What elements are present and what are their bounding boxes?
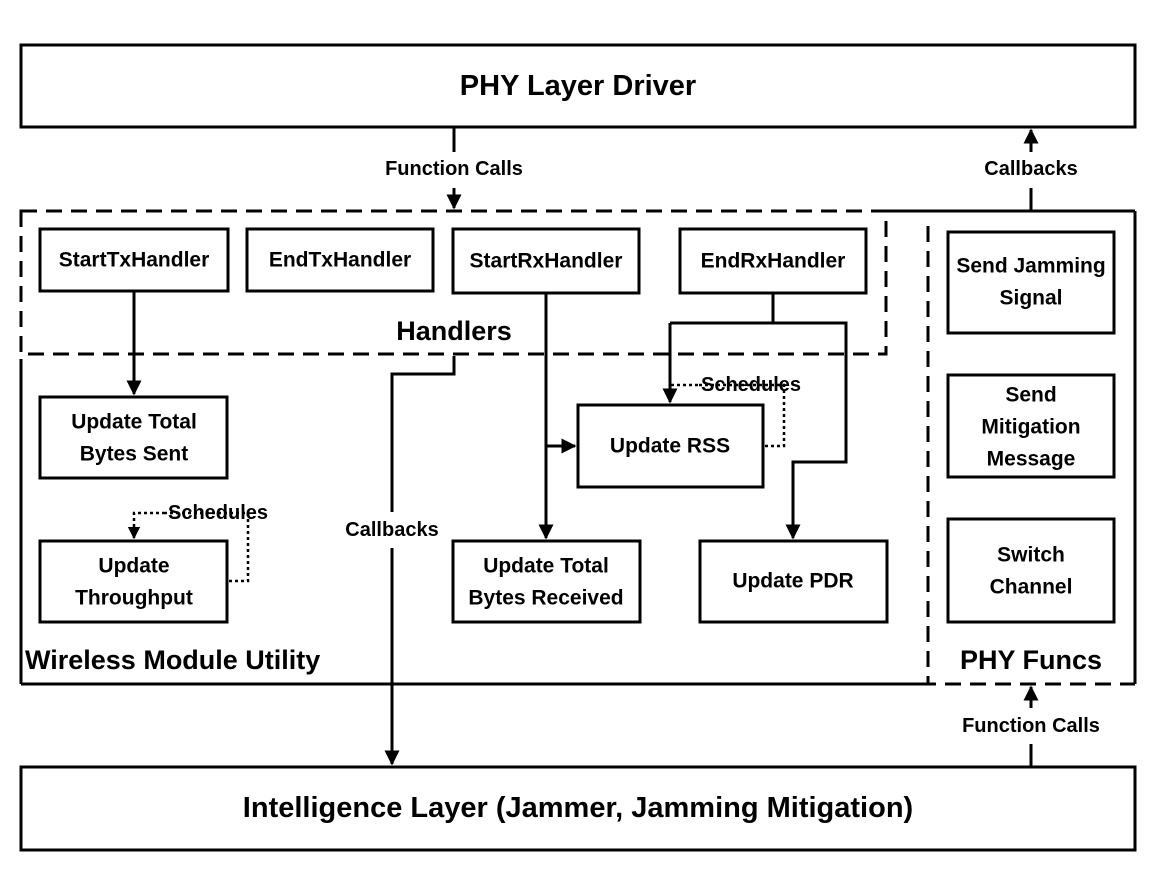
switch-channel-box: Switch Channel bbox=[946, 517, 1116, 624]
function-calls-top-edge: Function Calls bbox=[385, 127, 523, 210]
start-tx-handler-box: StartTxHandler bbox=[38, 227, 230, 293]
send-mitigation-message-line-3: Message bbox=[987, 448, 1076, 471]
update-pdr-label: Update PDR bbox=[732, 570, 853, 593]
callbacks-top-label: Callbacks bbox=[984, 158, 1077, 180]
callbacks-mid-label: Callbacks bbox=[345, 519, 438, 541]
update-total-bytes-received-line-2: Bytes Received bbox=[468, 587, 623, 610]
schedules-rss-label: Schedules bbox=[701, 374, 801, 396]
send-mitigation-message-box: Send Mitigation Message bbox=[946, 373, 1116, 479]
schedules-throughput-edge: Schedules bbox=[127, 502, 268, 583]
function-calls-bottom-edge: Function Calls bbox=[962, 685, 1100, 767]
function-calls-bottom-label: Function Calls bbox=[962, 715, 1100, 737]
update-total-bytes-received-box: Update Total Bytes Received bbox=[451, 539, 642, 624]
start-rx-handler-label: StartRxHandler bbox=[470, 250, 623, 273]
update-total-bytes-sent-line-2: Bytes Sent bbox=[80, 443, 189, 466]
update-rss-label: Update RSS bbox=[610, 435, 730, 458]
function-calls-top-label: Function Calls bbox=[385, 158, 523, 180]
handlers-label: Handlers bbox=[396, 316, 512, 346]
switch-channel-line-2: Channel bbox=[990, 576, 1073, 599]
start-rx-handler-box: StartRxHandler bbox=[451, 227, 641, 295]
update-pdr-box: Update PDR bbox=[698, 539, 889, 624]
wireless-module-utility-label: Wireless Module Utility bbox=[25, 645, 320, 675]
phy-funcs-region: PHY Funcs bbox=[886, 209, 1137, 686]
update-total-bytes-sent-line-1: Update Total bbox=[71, 411, 197, 434]
end-tx-handler-label: EndTxHandler bbox=[269, 249, 411, 272]
phy-funcs-dashed-border bbox=[926, 226, 1135, 686]
send-mitigation-message-line-1: Send bbox=[1005, 384, 1056, 407]
phy-layer-driver-label: PHY Layer Driver bbox=[460, 70, 696, 102]
update-total-bytes-received-line-1: Update Total bbox=[483, 555, 609, 578]
schedules-rss-edge: Schedules bbox=[663, 374, 801, 448]
update-throughput-box: Update Throughput bbox=[38, 539, 229, 624]
wireless-module-utility-container: Wireless Module Utility bbox=[19, 359, 928, 686]
intelligence-layer-box: Intelligence Layer (Jammer, Jamming Miti… bbox=[19, 765, 1137, 852]
send-jamming-signal-box: Send Jamming Signal bbox=[946, 230, 1116, 335]
update-rss-box: Update RSS bbox=[576, 403, 765, 489]
send-jamming-signal-line-1: Send Jamming bbox=[956, 255, 1105, 278]
callbacks-top-edge: Callbacks bbox=[984, 128, 1078, 211]
handlers-region: Handlers bbox=[19, 209, 888, 356]
update-throughput-line-2: Throughput bbox=[75, 587, 193, 610]
switch-channel-line-1: Switch bbox=[997, 544, 1065, 567]
phy-layer-driver-box: PHY Layer Driver bbox=[19, 43, 1137, 129]
end-rx-to-pdr-arrow bbox=[670, 321, 848, 540]
update-total-bytes-sent-box: Update Total Bytes Sent bbox=[38, 395, 229, 480]
handlers-border bbox=[19, 209, 888, 356]
update-throughput-line-1: Update bbox=[98, 555, 169, 578]
send-mitigation-message-line-2: Mitigation bbox=[981, 416, 1080, 439]
end-rx-handler-box: EndRxHandler bbox=[678, 227, 868, 295]
start-tx-handler-label: StartTxHandler bbox=[59, 249, 210, 272]
phy-funcs-label: PHY Funcs bbox=[960, 645, 1102, 675]
intelligence-layer-label: Intelligence Layer (Jammer, Jamming Miti… bbox=[243, 792, 913, 824]
schedules-throughput-label: Schedules bbox=[168, 502, 268, 524]
end-rx-handler-label: EndRxHandler bbox=[701, 250, 846, 273]
end-tx-handler-box: EndTxHandler bbox=[245, 227, 435, 293]
callbacks-mid-edge: Callbacks bbox=[345, 356, 456, 766]
send-jamming-signal-line-2: Signal bbox=[999, 287, 1062, 310]
